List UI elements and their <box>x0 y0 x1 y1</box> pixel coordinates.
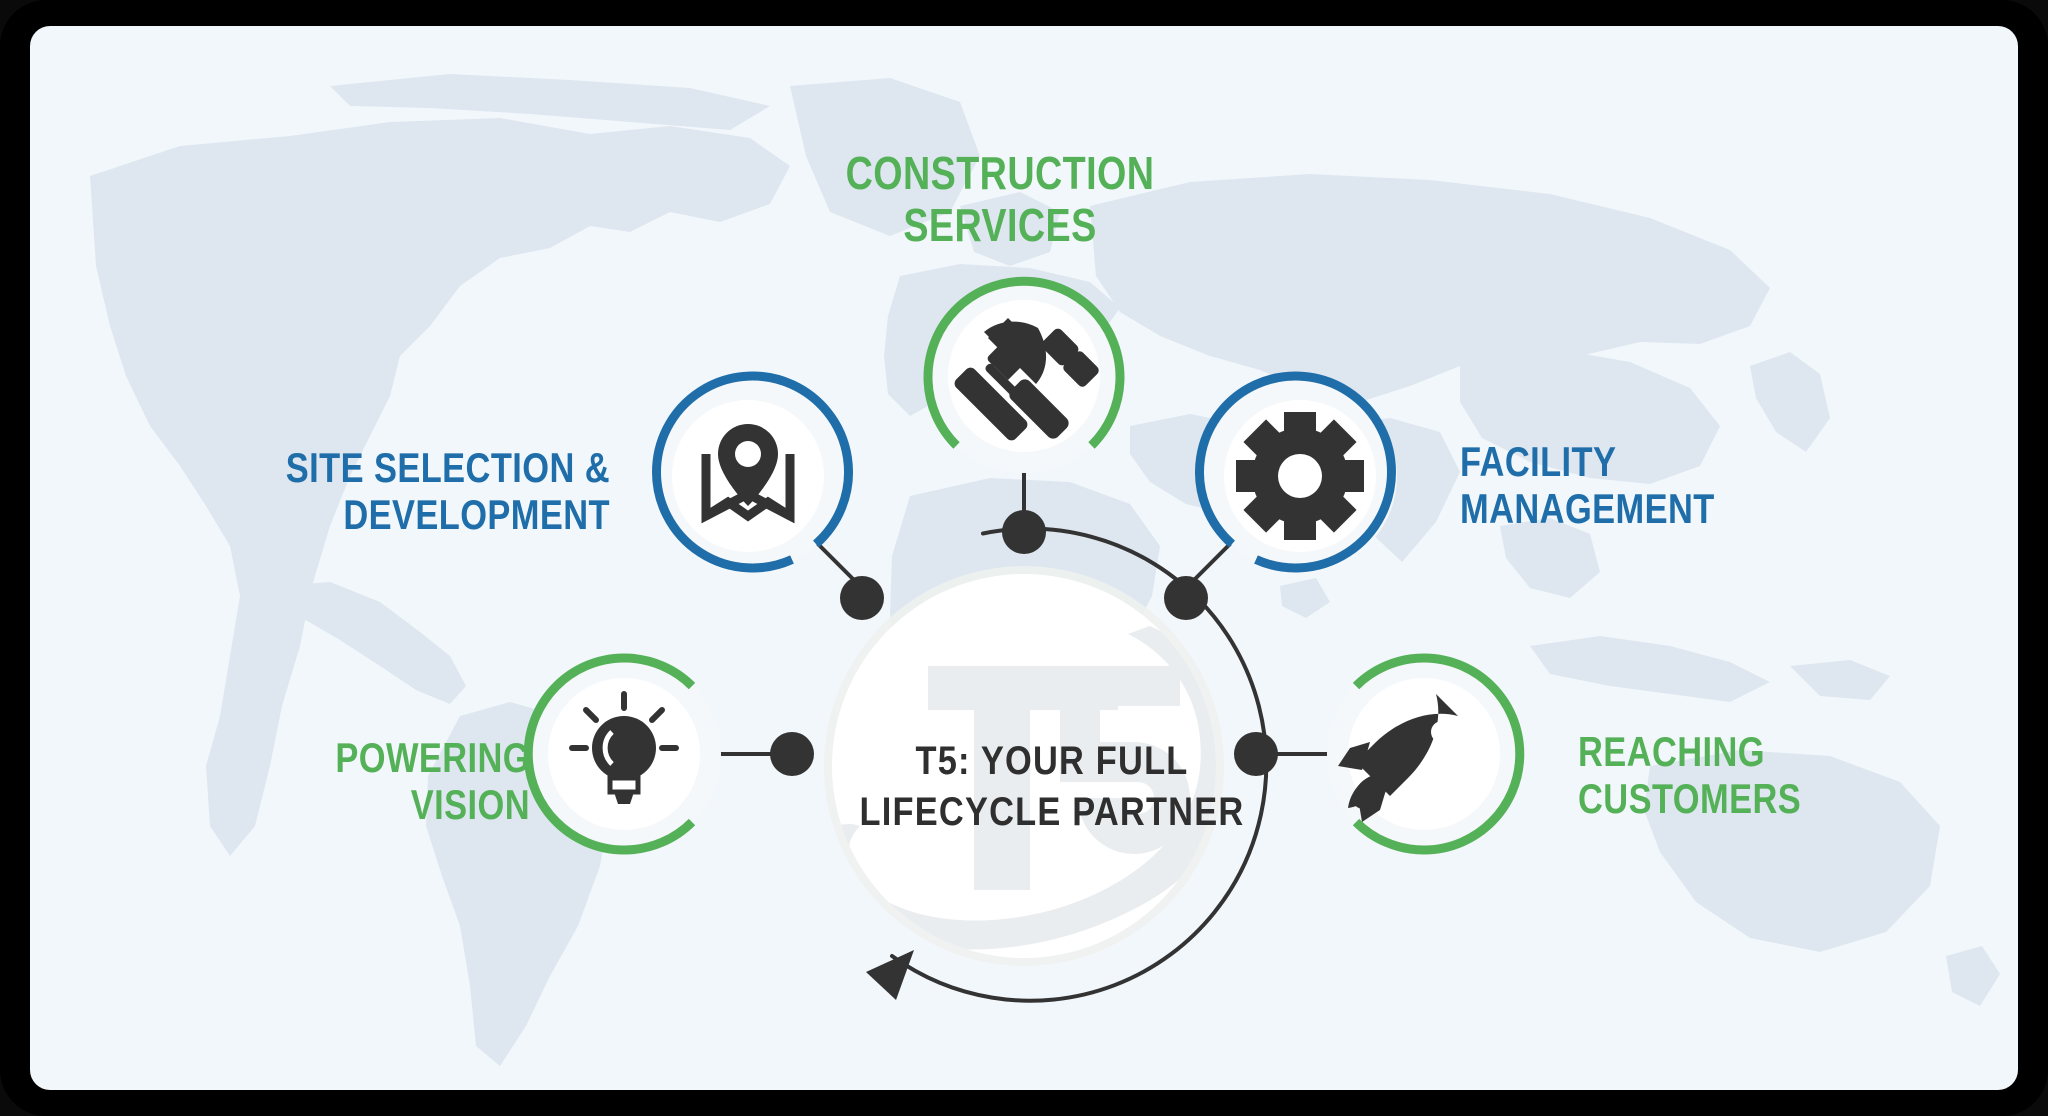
ring-nodes <box>770 510 1278 776</box>
rocket-icon <box>1338 694 1458 822</box>
label-reaching-customers: REACHING CUSTOMERS <box>1578 728 1802 823</box>
label-facility-management: FACILITY MANAGEMENT <box>1460 438 1715 533</box>
ring-node-facility <box>1164 576 1208 620</box>
node-ring-site-selection <box>652 371 853 573</box>
ring-node-powering <box>770 732 814 776</box>
label-powering-vision: POWERING VISION <box>335 734 530 829</box>
center-hub-title: T5: YOUR FULL LIFECYCLE PARTNER <box>859 739 1245 835</box>
lightbulb-icon <box>569 691 679 804</box>
infographic-canvas: CONSTRUCTION SERVICES SITE SELECTION & D… <box>30 26 2018 1090</box>
ring-node-site-selection <box>840 576 884 620</box>
lifecycle-diagram <box>523 276 1525 1003</box>
label-site-selection-development: SITE SELECTION & DEVELOPMENT <box>285 444 610 539</box>
ring-node-reaching <box>1234 732 1278 776</box>
node-ring-facility <box>1195 371 1396 573</box>
cycle-arrowhead <box>866 950 914 1000</box>
node-ring-reaching <box>1352 653 1525 855</box>
label-construction-services: CONSTRUCTION SERVICES <box>845 147 1155 251</box>
node-site-selection-development[interactable] <box>651 371 853 573</box>
main-cycle-ring <box>866 526 1269 1003</box>
node-reaching-customers[interactable] <box>1327 653 1525 855</box>
hammer-and-chisel-icon <box>954 318 1099 441</box>
node-powering-vision[interactable] <box>523 653 721 855</box>
map-pin-icon <box>701 424 795 524</box>
gear-icon <box>1236 412 1364 540</box>
node-construction-services[interactable] <box>923 276 1125 473</box>
ring-node-construction <box>1002 510 1046 554</box>
center-hub <box>832 574 1216 958</box>
node-ring-construction <box>923 276 1125 449</box>
node-ring-powering <box>523 653 696 855</box>
node-facility-management[interactable] <box>1195 371 1397 573</box>
